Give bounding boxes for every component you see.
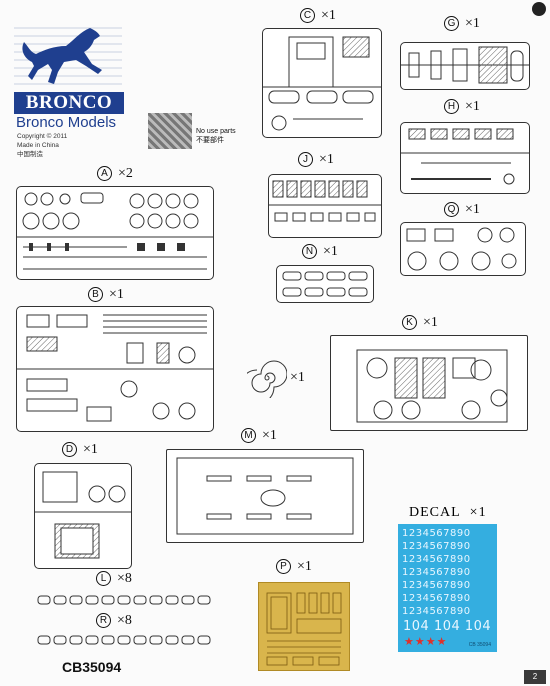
spring-qty: ×1 bbox=[290, 370, 305, 385]
sprue-r-label: R×8 bbox=[96, 613, 132, 629]
sprue-n-label: N×1 bbox=[302, 244, 338, 260]
decal-number-row: 1234567890 bbox=[402, 567, 471, 578]
sprue-a-label: A×2 bbox=[97, 166, 133, 182]
sprue-g-label: G×1 bbox=[444, 16, 480, 32]
sprue-d bbox=[34, 463, 132, 569]
sprue-h-label: H×1 bbox=[444, 99, 480, 115]
sprue-m bbox=[166, 449, 364, 543]
no-use-cn: 不要部件 bbox=[196, 137, 224, 144]
registration-mark bbox=[532, 2, 546, 16]
track-links-r bbox=[36, 635, 212, 645]
decal-stars: ★★★★ bbox=[404, 636, 448, 648]
bronco-horse-logo bbox=[14, 20, 122, 112]
page-number: 2 bbox=[524, 670, 546, 684]
no-use-swatch bbox=[148, 113, 192, 149]
made-in-cn-text: 中国制造 bbox=[17, 151, 43, 158]
decal-number-row: 1234567890 bbox=[402, 541, 471, 552]
photo-etch-fret bbox=[258, 582, 350, 671]
no-use-en: No use parts bbox=[196, 128, 236, 135]
sprue-j bbox=[268, 174, 382, 238]
decal-sheet: 1234567890 1234567890 1234567890 1234567… bbox=[398, 524, 497, 652]
kit-code: CB35094 bbox=[62, 659, 122, 675]
copyright-text: Copyright © 2011 bbox=[17, 133, 68, 140]
decal-number-row: 1234567890 bbox=[402, 554, 471, 565]
sprue-q bbox=[400, 222, 526, 276]
sprue-p-label: P×1 bbox=[276, 559, 312, 575]
decal-104-row: 104 104 104 bbox=[403, 619, 492, 634]
no-use-legend: No use parts 不要部件 bbox=[196, 127, 236, 145]
spring-part bbox=[239, 358, 288, 405]
sprue-b-label: B×1 bbox=[88, 287, 124, 303]
sprue-g bbox=[400, 42, 530, 90]
sprue-c-label: C×1 bbox=[300, 8, 336, 24]
sprue-c bbox=[262, 28, 382, 138]
decal-code: CB 35094 bbox=[468, 642, 491, 648]
sprue-k-label: K×1 bbox=[402, 315, 438, 331]
brand-subtitle: Bronco Models bbox=[16, 114, 117, 131]
decal-number-row: 1234567890 bbox=[402, 606, 471, 617]
sprue-q-label: Q×1 bbox=[444, 202, 480, 218]
decal-number-row: 1234567890 bbox=[402, 528, 471, 539]
sprue-l-label: L×8 bbox=[96, 571, 132, 587]
sprue-k bbox=[330, 335, 528, 431]
decal-label: DECAL ×1 bbox=[409, 505, 487, 520]
sprue-b bbox=[16, 306, 214, 432]
sprue-j-label: J×1 bbox=[298, 152, 334, 168]
sprue-a bbox=[16, 186, 214, 280]
brand-name: BRONCO bbox=[14, 92, 124, 114]
sprue-h bbox=[400, 122, 530, 194]
sprue-m-label: M×1 bbox=[241, 428, 277, 444]
made-in-text: Made in China bbox=[17, 142, 59, 149]
decal-number-row: 1234567890 bbox=[402, 580, 471, 591]
sprue-d-label: D×1 bbox=[62, 442, 98, 458]
copyright-block: Copyright © 2011 Made in China 中国制造 bbox=[17, 132, 67, 159]
decal-number-row: 1234567890 bbox=[402, 593, 471, 604]
sprue-n bbox=[276, 265, 374, 303]
track-links-l bbox=[36, 595, 212, 605]
